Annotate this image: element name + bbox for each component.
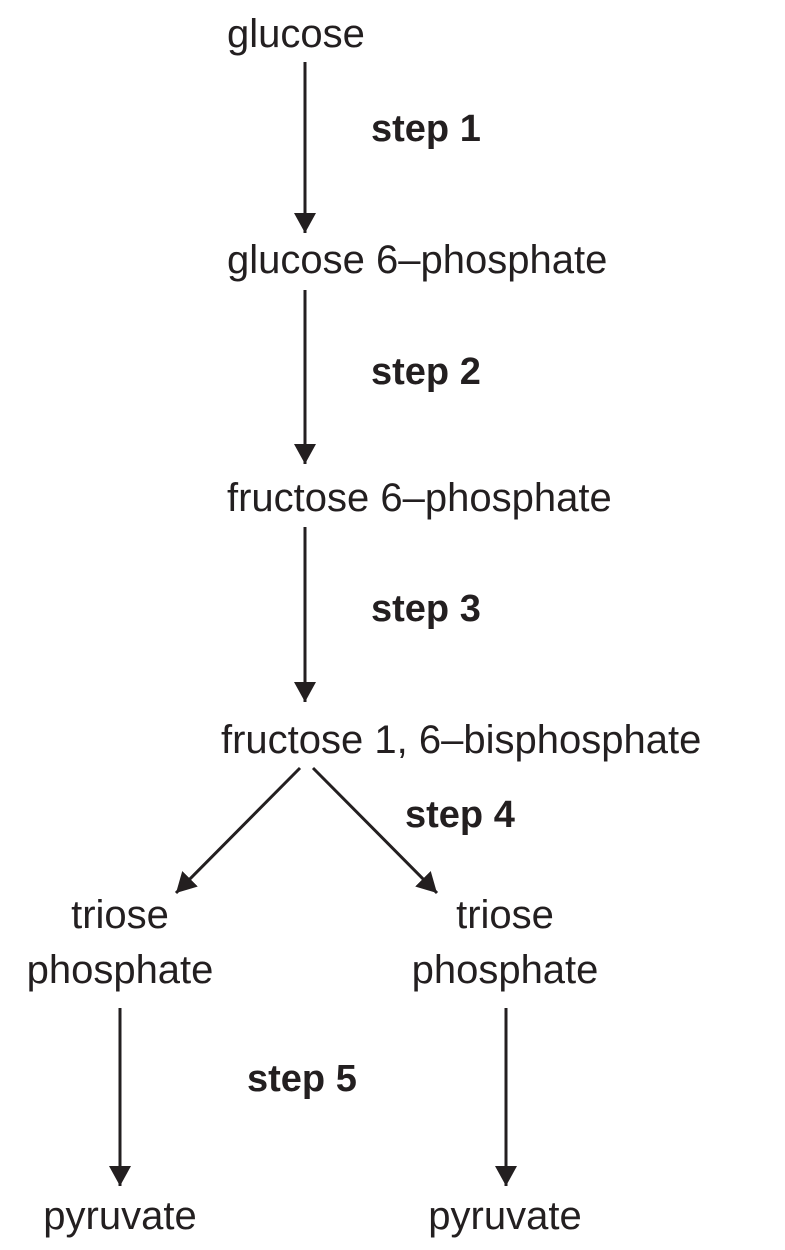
step-label-1: step 1 xyxy=(371,108,481,150)
compound-fructose-6-phosphate: fructose 6–phosphate xyxy=(227,476,612,520)
compound-pyruvate-right: pyruvate xyxy=(428,1194,582,1238)
arrow-step4-left xyxy=(174,766,302,895)
step-label-4: step 4 xyxy=(405,794,515,836)
compound-pyruvate-left: pyruvate xyxy=(43,1194,197,1238)
compound-triose-phosphate-left-line2: phosphate xyxy=(26,948,214,992)
compound-glucose-6-phosphate: glucose 6–phosphate xyxy=(227,238,608,282)
step-label-3: step 3 xyxy=(371,588,481,630)
step-label-2: step 2 xyxy=(371,351,481,393)
compound-glucose: glucose xyxy=(227,12,365,56)
arrow-step4-right xyxy=(311,766,439,895)
compound-triose-phosphate-right-line1: triose xyxy=(456,893,554,937)
compound-fructose-1-6-bisphosphate: fructose 1, 6–bisphosphate xyxy=(221,718,702,762)
step-label-5: step 5 xyxy=(247,1058,357,1100)
compound-triose-phosphate-left-line1: triose xyxy=(71,893,169,937)
compound-triose-phosphate-right-line2: phosphate xyxy=(411,948,599,992)
